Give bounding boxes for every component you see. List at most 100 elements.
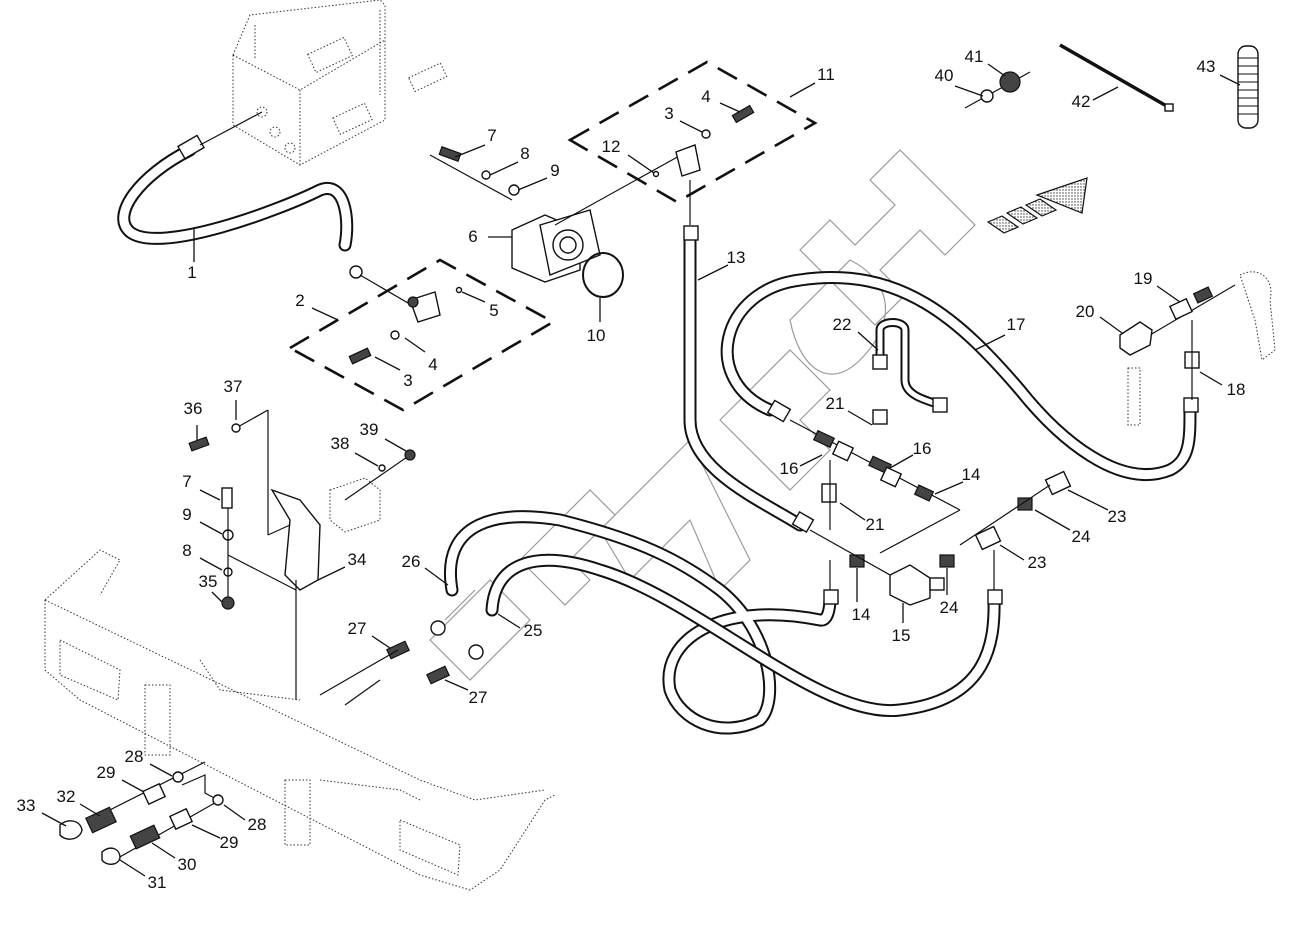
callouts: 1234567891011123413141415161617181920212… [17,47,1246,892]
callout-number: 16 [913,439,932,458]
callout-number: 21 [826,394,845,413]
leader-line [847,410,873,426]
callout-number: 14 [852,605,871,624]
callout-20: 20 [1076,302,1123,334]
leader-line [857,331,879,351]
callout-28b: 28 [223,804,267,834]
callout-16a: 16 [780,454,823,478]
callout-41: 41 [965,47,1006,77]
callout-number: 24 [1072,527,1091,546]
callout-number: 23 [1108,507,1127,526]
callout-19: 19 [1134,269,1181,303]
callout-number: 8 [182,541,191,560]
callout-43: 43 [1197,57,1241,86]
callout-33: 33 [17,796,67,827]
leader-line [151,842,176,859]
callout-number: 24 [940,598,959,617]
callout-10: 10 [587,298,606,345]
leader-line [987,63,1006,77]
callout-40: 40 [935,66,984,97]
front-frame [44,549,556,891]
leader-line [1034,509,1071,531]
callout-number: 33 [17,796,36,815]
callout-22: 22 [833,315,879,351]
callout-28a: 28 [125,747,173,777]
hose-13 [683,180,815,534]
callout-27a: 27 [348,619,391,649]
callout-number: 34 [348,550,367,569]
leader-line [424,567,449,586]
leader-line [839,502,866,521]
hydraulic-pump [429,149,691,298]
flange-fitting-2 [348,286,463,365]
callout-number: 43 [1197,57,1216,76]
leader-line [374,356,401,371]
callout-number: 9 [182,505,191,524]
callout-17: 17 [974,315,1026,351]
leader-line [497,613,521,629]
leader-line [954,85,984,97]
leader-line [1156,285,1181,303]
callout-24a: 24 [1034,509,1091,546]
leader-line [199,557,223,571]
mounting-bracket [188,409,416,700]
subassembly-box-2 [287,258,556,412]
leader-line [119,859,146,877]
callout-number: 13 [727,248,746,267]
leader-line [223,804,246,821]
leader-line [404,337,426,353]
callout-number: 28 [125,747,144,766]
callout-number: 35 [199,572,218,591]
callout-number: 15 [892,626,911,645]
callout-24b: 24 [940,568,959,617]
flange-fitting-11 [652,104,755,178]
callout-number: 17 [1007,315,1026,334]
callout-number: 28 [248,815,267,834]
callout-number: 29 [97,763,116,782]
callout-4a: 4 [404,337,438,374]
callout-31: 31 [119,859,166,892]
callout-9b: 9 [182,505,223,535]
fitting-cluster [789,419,1072,606]
callout-number: 30 [178,855,197,874]
callout-7b: 7 [182,472,221,501]
callout-34: 34 [317,550,367,581]
callout-number: 16 [780,459,799,478]
callout-number: 14 [962,465,981,484]
callout-number: 19 [1134,269,1153,288]
callout-36: 36 [184,399,202,440]
right-fittings [1119,271,1276,426]
callout-4b: 4 [701,87,741,113]
leader-line [211,591,223,603]
callout-7a: 7 [454,126,497,158]
callout-13: 13 [697,248,746,281]
callout-number: 12 [602,137,621,156]
leader-line [384,438,407,452]
callout-21a: 21 [826,394,873,426]
hose-17 [720,271,1199,481]
leader-line [889,454,914,469]
callout-11: 11 [789,65,835,98]
leader-line [974,334,1006,351]
callout-18: 18 [1199,371,1245,399]
callout-number: 9 [550,161,559,180]
leader-line [489,161,519,176]
leader-line [1092,86,1119,101]
leader-line [1067,489,1109,511]
leader-line [799,454,823,467]
leader-line [149,763,173,777]
callout-29b: 29 [191,824,238,852]
forward-direction-arrow [986,177,1088,234]
callout-number: 10 [587,326,606,345]
callout-number: 27 [348,619,367,638]
leader-line [191,824,221,839]
callout-number: 5 [489,301,498,320]
callout-number: 39 [360,420,379,439]
callout-35: 35 [199,572,223,603]
callout-37: 37 [224,377,242,420]
leader-line [1199,371,1223,386]
leader-line [679,120,703,133]
callout-15: 15 [892,603,911,645]
callout-9a: 9 [517,161,560,191]
